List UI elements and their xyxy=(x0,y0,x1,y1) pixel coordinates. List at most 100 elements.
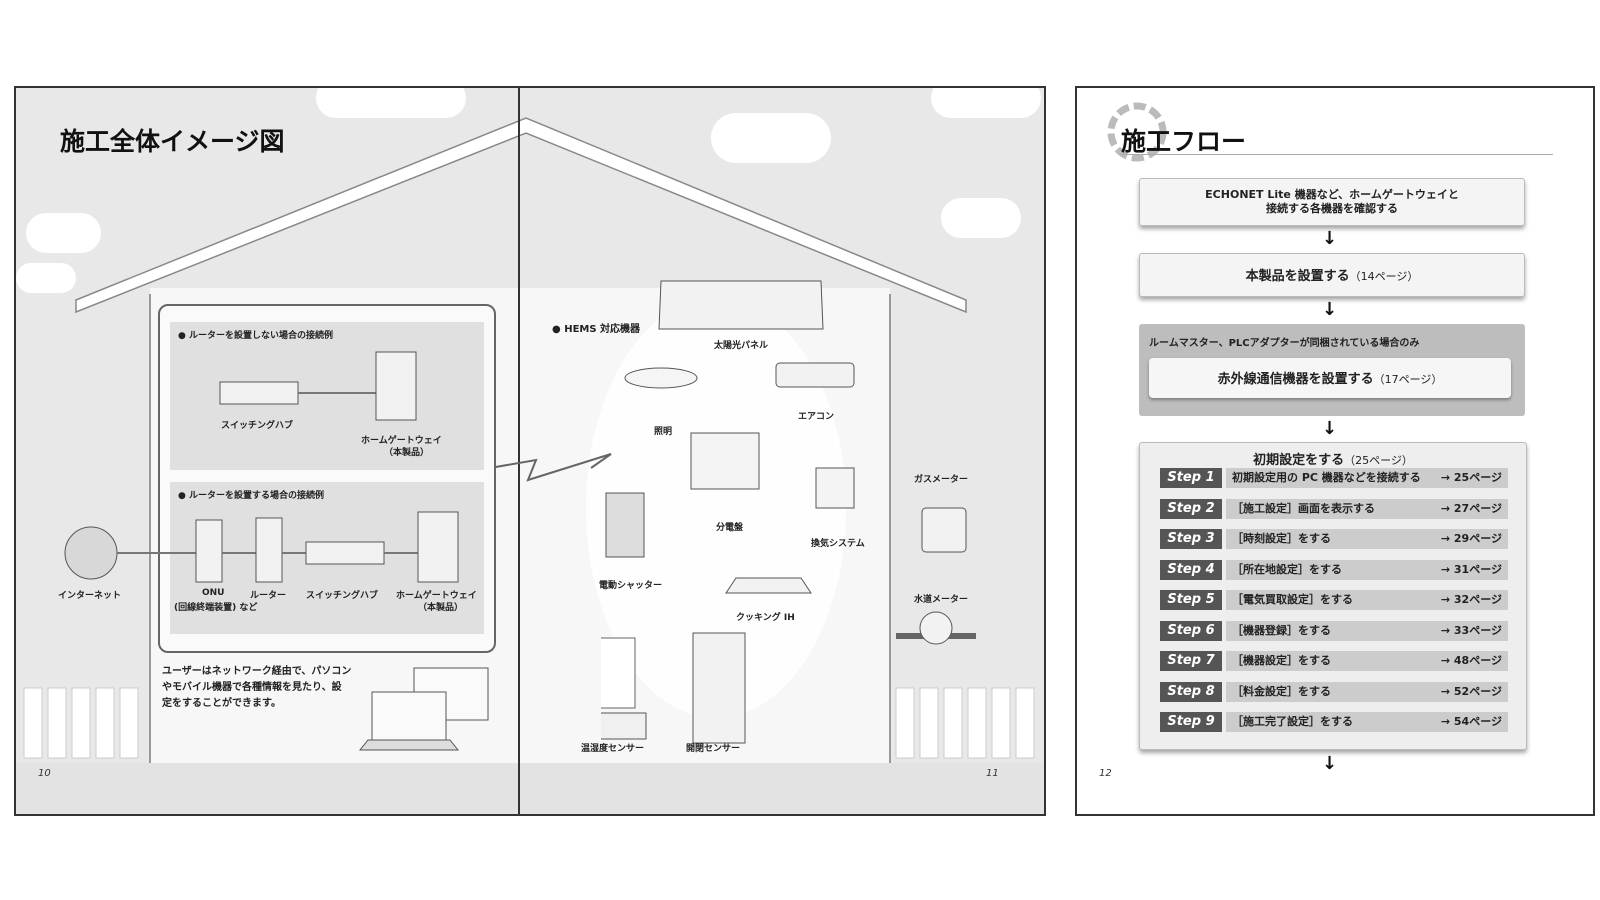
user-note: ユーザーはネットワーク経由で、パソコン やモバイル機器で各種情報を見たり、設 定… xyxy=(162,664,351,712)
title-rule xyxy=(1121,154,1553,155)
no-router-heading: ● ルーターを設置しない場合の接続例 xyxy=(178,331,333,341)
step-text: ［施工設定］画面を表示する → 27ページ xyxy=(1226,498,1508,519)
step-label: Step 7 xyxy=(1160,651,1222,671)
user-note-line: やモバイル機器で各種情報を見たり、設 xyxy=(162,682,342,693)
box2-main: 本製品を設置する xyxy=(1245,269,1350,284)
gas-meter-label: ガスメーター xyxy=(914,475,969,485)
step-page-ref: → 31ページ xyxy=(1440,562,1502,576)
step-desc: 初期設定用の PC 機器などを接続する xyxy=(1232,471,1421,484)
cloud xyxy=(16,263,76,293)
onu-label: ONU xyxy=(202,588,225,598)
initial-main: 初期設定をする xyxy=(1253,453,1345,468)
with-router-devices xyxy=(64,511,459,583)
step-label: Step 1 xyxy=(1160,468,1222,488)
onu-note: (回線終端装置) など xyxy=(174,603,258,613)
step-install-ir: 赤外線通信機器を設置する（17ページ） xyxy=(1149,358,1511,398)
user-note-line: ユーザーはネットワーク経由で、パソコン xyxy=(162,666,352,677)
this-product-label: （本製品） xyxy=(384,448,430,458)
cloud xyxy=(941,198,1021,238)
step-text: ［機器設定］をする → 48ページ xyxy=(1226,651,1508,671)
flow-arrow-icon: ↓ xyxy=(1322,299,1338,320)
step-label: Step 8 xyxy=(1160,681,1222,702)
box1-line: 接続する各機器を確認する xyxy=(1266,202,1398,215)
step-text: ［施工完了設定］をする → 54ページ xyxy=(1226,712,1508,732)
step-page-ref: → 48ページ xyxy=(1440,654,1502,667)
flow-arrow-icon: ↓ xyxy=(1322,418,1338,439)
step-label: Step 5 xyxy=(1160,590,1222,610)
flow-title: 施工フロー xyxy=(1121,127,1247,156)
step-page-ref: → 25ページ xyxy=(1440,471,1502,484)
solar-panel-label: 太陽光パネル xyxy=(714,341,769,351)
step-label: Step 4 xyxy=(1160,559,1222,580)
meters xyxy=(896,507,976,645)
step-text: 初期設定用の PC 機器などを接続する → 25ページ xyxy=(1226,468,1508,488)
water-meter-label: 水道メーター xyxy=(914,595,969,605)
step-label: Step 9 xyxy=(1160,712,1222,732)
step-row: Step 5［電気買取設定］をする→ 32ページ xyxy=(1160,590,1508,610)
hems-devices xyxy=(601,280,855,744)
switching-hub-label-2: スイッチングハブ xyxy=(306,591,379,601)
internet-label: インターネット xyxy=(58,591,122,601)
step-desc: ［料金設定］をする xyxy=(1232,684,1331,698)
step-row: Step 2 ［施工設定］画面を表示する → 27ページ xyxy=(1160,498,1508,519)
step-label: Step 2 xyxy=(1160,498,1222,519)
no-router-devices xyxy=(219,351,417,421)
step-page-ref: → 32ページ xyxy=(1440,593,1502,606)
cloud xyxy=(26,213,101,253)
step-row: Step 6 ［機器登録］をする → 33ページ xyxy=(1160,620,1508,641)
step-row: Step 1 初期設定用の PC 機器などを接続する → 25ページ xyxy=(1160,468,1508,488)
step-desc: ［機器設定］をする xyxy=(1232,654,1331,667)
temp-humidity-sensor-label: 温湿度センサー xyxy=(581,744,645,754)
conditional-header: ルームマスター、PLCアダプターが同梱されている場合のみ xyxy=(1149,338,1420,349)
page-12-flow: 施工フロー ECHONET Lite 機器など、ホームゲートウェイと 接続する各… xyxy=(1075,86,1595,816)
conditional-block: ルームマスター、PLCアダプターが同梱されている場合のみ 赤外線通信機器を設置す… xyxy=(1139,324,1525,416)
cloud xyxy=(316,88,466,118)
step-row: Step 7 ［機器設定］をする → 48ページ xyxy=(1160,651,1508,671)
step-page-ref: → 54ページ xyxy=(1440,715,1502,728)
step-page-ref: → 29ページ xyxy=(1440,532,1502,545)
step-desc: ［施工完了設定］をする xyxy=(1232,715,1353,728)
step-text: ［所在地設定］をする → 31ページ xyxy=(1226,559,1508,580)
page-number-left: 10 xyxy=(38,768,51,779)
step-label: Step 3 xyxy=(1160,529,1222,549)
step-text: ［料金設定］をする → 52ページ xyxy=(1226,681,1508,702)
ventilation-label: 換気システム xyxy=(811,539,865,549)
cooking-label: クッキング IH xyxy=(736,613,795,623)
this-product-label-2: （本製品） xyxy=(418,603,464,613)
step-desc: ［機器登録］をする xyxy=(1232,623,1331,637)
box1-line: ECHONET Lite 機器など、ホームゲートウェイと xyxy=(1205,188,1459,201)
step-page-ref: → 33ページ xyxy=(1440,623,1502,637)
step-label: Step 6 xyxy=(1160,620,1222,641)
step-desc: ［施工設定］画面を表示する xyxy=(1232,501,1375,515)
lighting-label: 照明 xyxy=(654,427,673,437)
user-note-line: 定をすることができます。 xyxy=(162,698,281,709)
decorative-circle-icon xyxy=(1107,102,1167,162)
step-page-ref: → 27ページ xyxy=(1440,501,1502,515)
cloud xyxy=(931,88,1041,118)
step-row: Step 8 ［料金設定］をする → 52ページ xyxy=(1160,681,1508,702)
step-text: ［電気買取設定］をする→ 32ページ xyxy=(1226,590,1508,610)
home-gateway-label-2: ホームゲートウェイ xyxy=(396,591,477,601)
aircon-label: エアコン xyxy=(798,412,835,422)
step-confirm-devices: ECHONET Lite 機器など、ホームゲートウェイと 接続する各機器を確認す… xyxy=(1139,178,1525,226)
flow-arrow-icon: ↓ xyxy=(1322,228,1338,249)
switching-hub-label: スイッチングハブ xyxy=(221,421,294,431)
step-page-ref: → 52ページ xyxy=(1440,684,1502,698)
step-install-product: 本製品を設置する（14ページ） xyxy=(1139,253,1525,297)
home-gateway-label: ホームゲートウェイ xyxy=(361,436,442,446)
cloud xyxy=(711,113,831,163)
spread-pages-10-11: 施工全体イメージ図 ● ルーターを設置しない場合の接続例 ● ルーターを設置する… xyxy=(14,86,1046,816)
laptop-tablet-icon xyxy=(358,667,489,751)
router-label: ルーター xyxy=(250,591,287,601)
page-number-12: 12 xyxy=(1099,768,1112,779)
step-text: ［機器登録］をする → 33ページ xyxy=(1226,620,1508,641)
with-router-heading: ● ルーターを設置する場合の接続例 xyxy=(178,491,324,501)
box3-page: （17ページ） xyxy=(1373,373,1443,386)
flow-arrow-icon: ↓ xyxy=(1322,753,1338,774)
step-row: Step 9 ［施工完了設定］をする → 54ページ xyxy=(1160,712,1508,732)
electric-shutter-label: 電動シャッター xyxy=(599,581,663,591)
step-desc: ［所在地設定］をする xyxy=(1232,562,1342,576)
step-row: Step 3［時刻設定］をする→ 29ページ xyxy=(1160,529,1508,549)
initial-page: （25ページ） xyxy=(1344,454,1413,467)
box3-main: 赤外線通信機器を設置する xyxy=(1217,372,1374,387)
